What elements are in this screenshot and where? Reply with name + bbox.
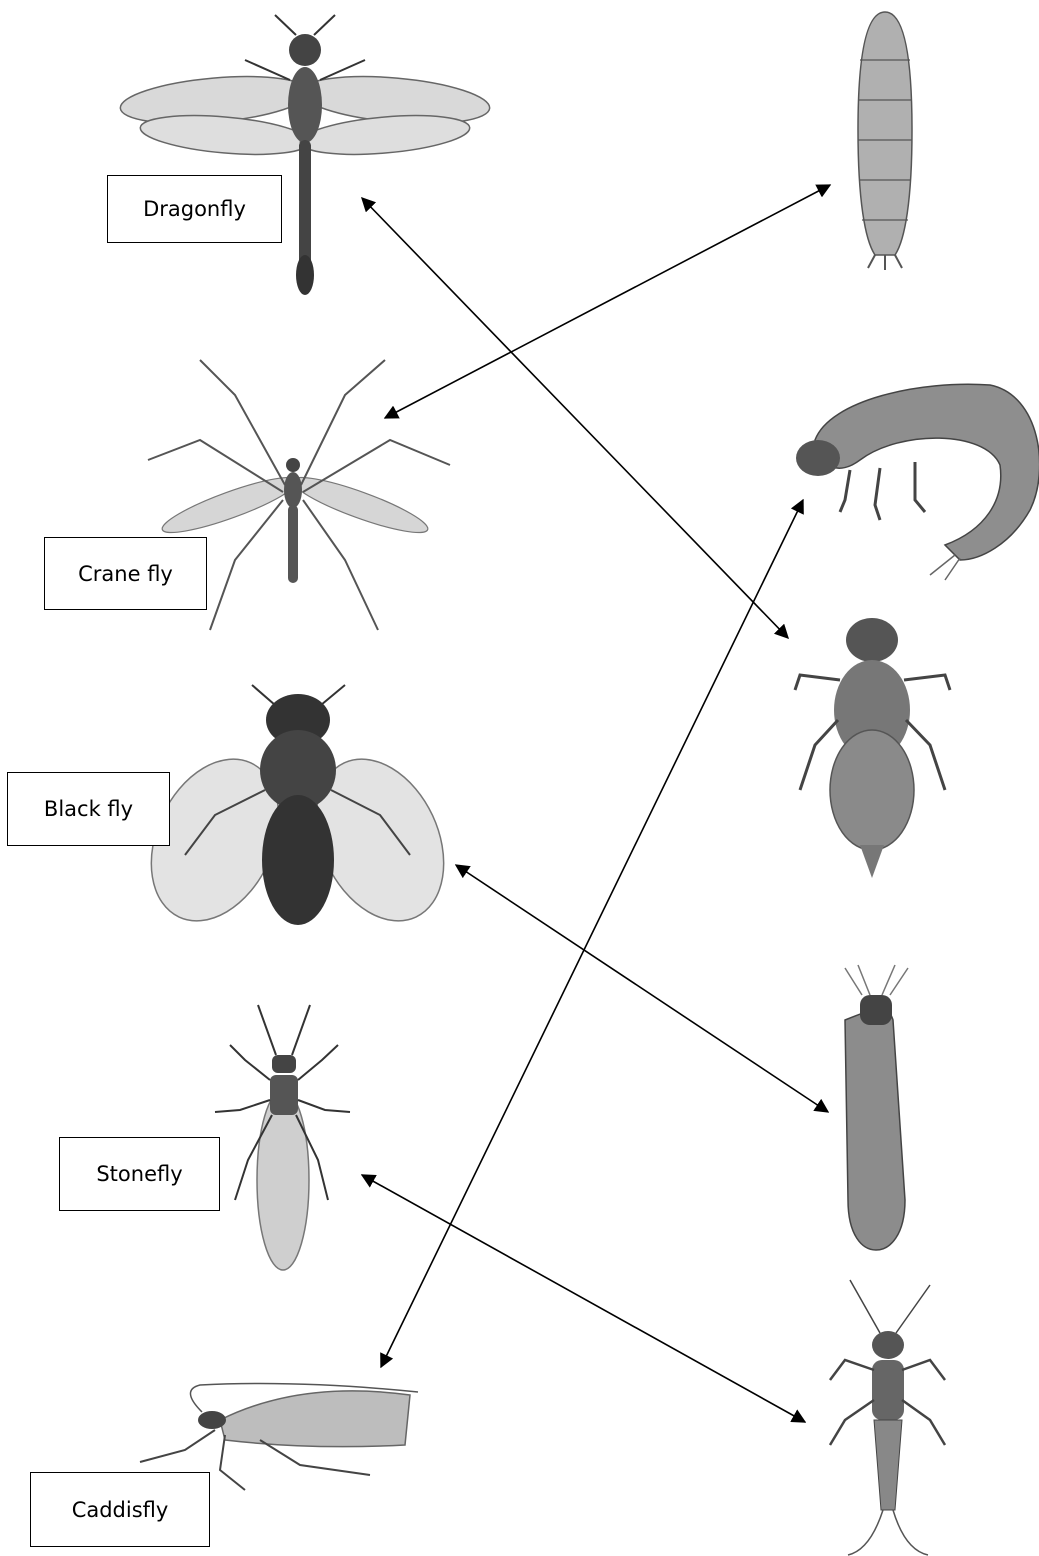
arrow-caddisfly-to-larva bbox=[381, 500, 803, 1367]
crane-fly-larva-illustration bbox=[858, 12, 912, 270]
label-crane-fly: Crane fly bbox=[44, 537, 207, 610]
dragonfly-illustration bbox=[118, 15, 491, 295]
caddisfly-larva-illustration bbox=[796, 384, 1039, 580]
label-caddisfly: Caddisfly bbox=[30, 1472, 210, 1547]
stonefly-nymph-illustration bbox=[830, 1280, 945, 1555]
label-dragonfly: Dragonfly bbox=[107, 175, 282, 243]
stonefly-illustration bbox=[215, 1005, 350, 1270]
arrow-dragonfly-to-nymph bbox=[362, 198, 788, 638]
dragonfly-nymph-illustration bbox=[795, 618, 950, 878]
arrow-crane-fly-to-larva bbox=[385, 185, 830, 418]
label-black-fly: Black fly bbox=[7, 772, 170, 846]
arrow-stonefly-to-nymph bbox=[362, 1175, 805, 1422]
match-arrows bbox=[362, 185, 830, 1422]
label-stonefly: Stonefly bbox=[59, 1137, 220, 1211]
arrow-black-fly-to-larva bbox=[456, 865, 828, 1112]
black-fly-larva-illustration bbox=[845, 965, 908, 1250]
black-fly-illustration bbox=[127, 685, 469, 942]
